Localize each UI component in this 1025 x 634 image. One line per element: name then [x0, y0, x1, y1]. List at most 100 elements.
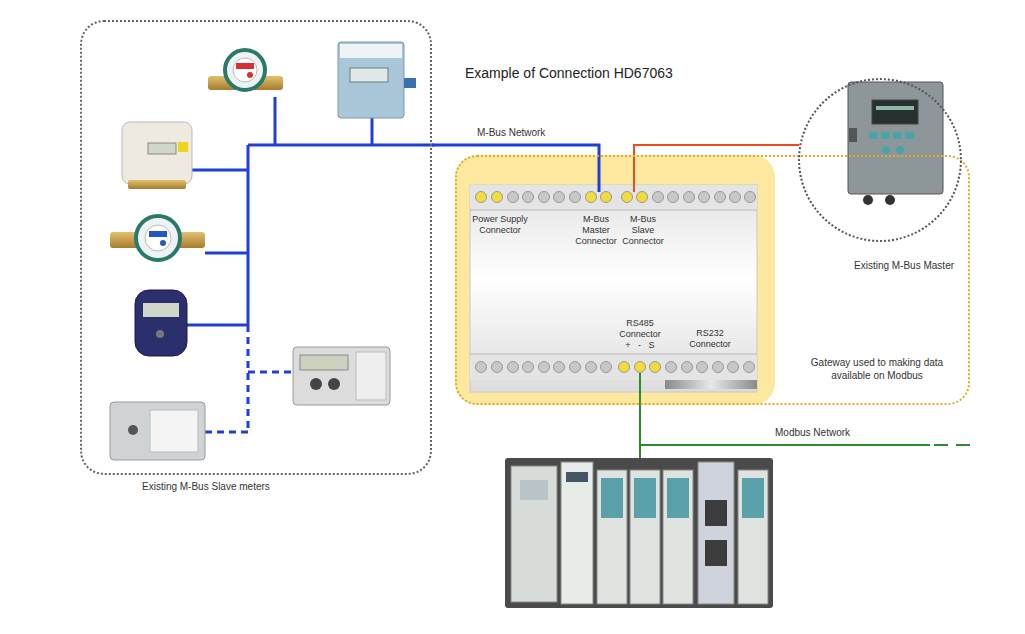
water-meter-blue — [149, 231, 167, 237]
gateway-device — [635, 362, 646, 373]
gateway-device — [476, 192, 487, 203]
mbus-master-device — [872, 100, 918, 124]
plc-rack — [520, 480, 548, 500]
water-meter-blue — [110, 216, 205, 260]
gateway-device — [653, 192, 664, 203]
water-meter-red — [236, 63, 254, 69]
gateway-device — [684, 192, 695, 203]
siemens-meter — [350, 68, 388, 82]
mbus-bus-wire — [187, 97, 434, 432]
round-meter — [143, 303, 179, 317]
round-meter — [135, 290, 187, 356]
mbus-bus-wire — [205, 431, 248, 434]
gateway-device — [470, 355, 757, 380]
gateway-device — [554, 362, 565, 373]
node-caption: Gateway used to making data available on… — [792, 357, 962, 382]
gateway-device — [744, 362, 755, 373]
mbus-master-device — [848, 82, 943, 205]
water-meter-red — [208, 50, 283, 90]
mbus-bus-wire — [247, 325, 250, 432]
gateway-device — [666, 362, 677, 373]
water-meter-red — [233, 58, 257, 82]
mbus-bus-wire — [205, 252, 248, 255]
gateway-device — [586, 362, 597, 373]
connector-label: M-Bus Slave Connector — [620, 214, 666, 246]
connector-label: RS232 Connector — [685, 328, 735, 350]
siemens-meter — [340, 44, 402, 58]
gateway-device — [619, 362, 630, 373]
plc-rack — [601, 478, 623, 518]
kamstrup-heat-meter — [110, 402, 205, 460]
gateway-device — [470, 354, 757, 355]
gateway-device — [539, 192, 550, 203]
kamstrup-heat-meter — [150, 410, 198, 452]
gateway-device — [570, 362, 581, 373]
network-label: M-Bus Network — [475, 127, 547, 138]
gateway-device — [728, 362, 739, 373]
kamstrup-meter — [356, 352, 386, 400]
gateway-device — [455, 155, 775, 405]
connector-label: M-Bus Master Connector — [573, 214, 619, 246]
mbus-master-device — [869, 132, 878, 139]
kamstrup-meter — [300, 355, 348, 370]
mbus-master-device — [905, 132, 914, 139]
mbus-bus-wire — [247, 145, 250, 325]
siemens-meter — [404, 78, 416, 88]
mbus-master-device — [893, 132, 902, 139]
kamstrup-heat-meter — [128, 425, 138, 435]
plc-rack — [698, 462, 734, 604]
plc-rack — [705, 540, 727, 566]
plc-rack — [634, 478, 656, 518]
mbus-bus-wire — [187, 324, 248, 327]
mbus-bus-wire — [248, 144, 434, 147]
kamstrup-meter — [310, 378, 322, 390]
plc-rack — [566, 472, 588, 482]
gateway-device — [554, 192, 565, 203]
siemens-meter — [338, 42, 404, 118]
plc-rack — [663, 470, 693, 604]
plc-rack — [505, 458, 773, 608]
gateway-device — [523, 362, 534, 373]
round-meter — [156, 330, 164, 338]
connector-label: + - S — [618, 340, 662, 351]
gateway-device — [745, 192, 756, 203]
heat-meter — [178, 142, 188, 152]
gateway-device — [622, 192, 633, 203]
gateway-device — [470, 210, 757, 211]
heat-meter — [148, 143, 176, 154]
heat-meter — [122, 122, 192, 184]
gateway-device — [598, 155, 601, 192]
gateway-device — [633, 155, 635, 192]
mbus-master-device — [896, 146, 904, 154]
mbus-bus-wire — [274, 97, 277, 145]
network-label: Modbus Network — [775, 427, 850, 439]
mbus-master-device — [848, 82, 943, 194]
mbus-master-device — [885, 195, 895, 205]
gateway-device — [492, 362, 503, 373]
mbus-master-device — [863, 195, 873, 205]
master-circle: Existing M-Bus Master — [798, 78, 962, 242]
water-meter-blue — [145, 225, 171, 251]
gateway-device — [470, 185, 757, 209]
modbus-wire — [640, 373, 975, 458]
gateway-device — [601, 362, 612, 373]
kamstrup-meter — [293, 347, 390, 405]
gateway-device — [713, 362, 724, 373]
node-caption: Existing M-Bus Slave meters — [142, 481, 270, 494]
gateway-device — [492, 192, 503, 203]
plc-rack — [630, 470, 660, 604]
gateway-device — [523, 192, 534, 203]
network-cable — [634, 145, 799, 155]
gateway-device — [508, 192, 519, 203]
connector-label: RS485 Connector — [615, 318, 665, 340]
gateway-device — [697, 362, 708, 373]
water-meter-blue — [136, 216, 180, 260]
gateway-device — [455, 155, 775, 405]
plc-rack — [738, 470, 768, 604]
plc-rack — [511, 466, 557, 602]
heat-meter — [128, 180, 186, 189]
gateway-device — [570, 192, 581, 203]
modbus-wire — [640, 444, 930, 446]
gateway-device — [730, 192, 741, 203]
